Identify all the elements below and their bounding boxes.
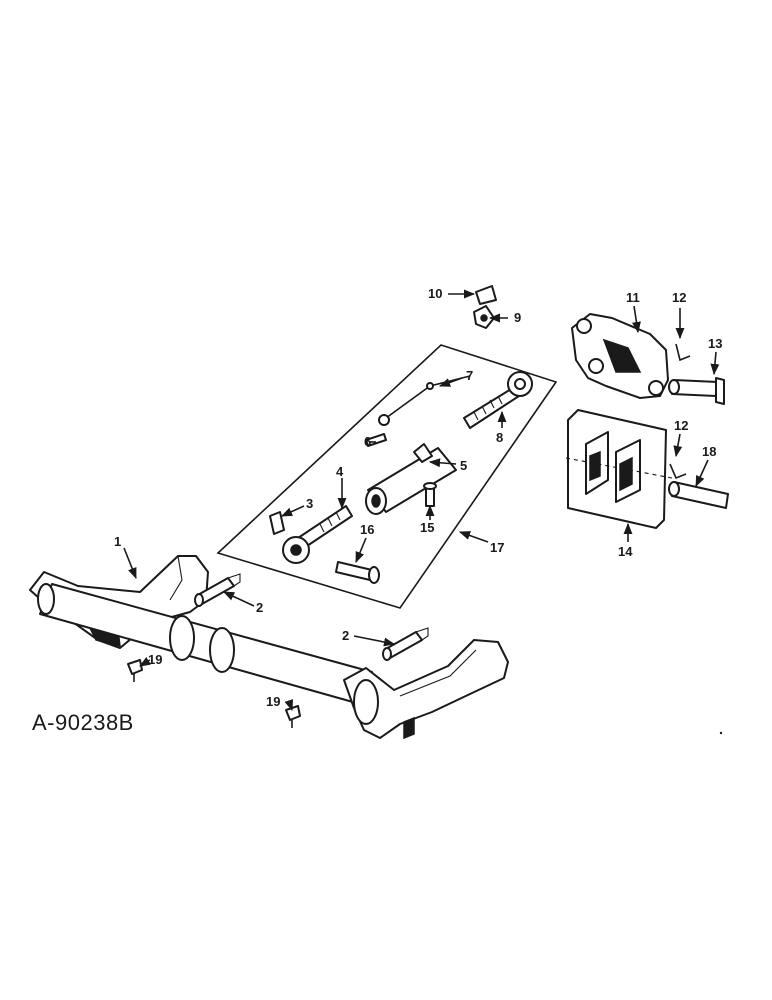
figure-id: A-90238B <box>32 710 134 735</box>
clip-part-12-lower <box>669 463 687 480</box>
callout-13: 13 <box>708 336 722 351</box>
clip-part-19-left <box>127 659 143 682</box>
callout-1: 1 <box>114 534 121 549</box>
clamp-part-9 <box>473 305 495 329</box>
callout-2: 2 <box>342 628 349 643</box>
callout-12: 12 <box>674 418 688 433</box>
callout-7: 7 <box>466 368 473 383</box>
callout-11: 11 <box>626 290 640 305</box>
speck <box>719 731 723 735</box>
callout-16: 16 <box>360 522 374 537</box>
callout-12: 12 <box>672 290 686 305</box>
rod-part-7 <box>378 375 471 426</box>
bolt-part-15 <box>423 482 437 507</box>
callout-15: 15 <box>420 520 434 535</box>
threaded-link-part-4 <box>282 505 353 564</box>
leader-lines <box>123 289 720 712</box>
pin-part-13 <box>668 377 725 405</box>
pin-part-18 <box>668 481 729 509</box>
pin-part-2-upper <box>194 573 241 607</box>
pin-part-3 <box>269 511 285 535</box>
callout-8: 8 <box>496 430 503 445</box>
callout-5: 5 <box>460 458 467 473</box>
hitch-bracket-part-11 <box>571 313 669 399</box>
small-pin-part-6 <box>365 433 387 447</box>
callout-4: 4 <box>336 464 344 479</box>
callout-9: 9 <box>514 310 521 325</box>
callout-3: 3 <box>306 496 313 511</box>
plate-part-14 <box>565 409 673 529</box>
kit-outline <box>216 344 558 609</box>
pin-part-16 <box>335 561 380 584</box>
clip-part-12-upper <box>675 343 691 362</box>
callout-18: 18 <box>702 444 716 459</box>
threaded-end-part-8 <box>463 371 533 429</box>
callout-10: 10 <box>428 286 442 301</box>
drawbar-assembly-part-1 <box>29 555 509 740</box>
callout-6: 6 <box>364 434 371 449</box>
tube-body-part-5 <box>365 443 457 515</box>
clip-part-19-right <box>285 705 301 728</box>
callout-19: 19 <box>266 694 280 709</box>
clip-part-10 <box>475 285 497 305</box>
callout-14: 14 <box>618 544 633 559</box>
callout-19: 19 <box>148 652 162 667</box>
callout-17: 17 <box>490 540 504 555</box>
callout-2: 2 <box>256 600 263 615</box>
pin-part-2-lower <box>382 627 429 661</box>
